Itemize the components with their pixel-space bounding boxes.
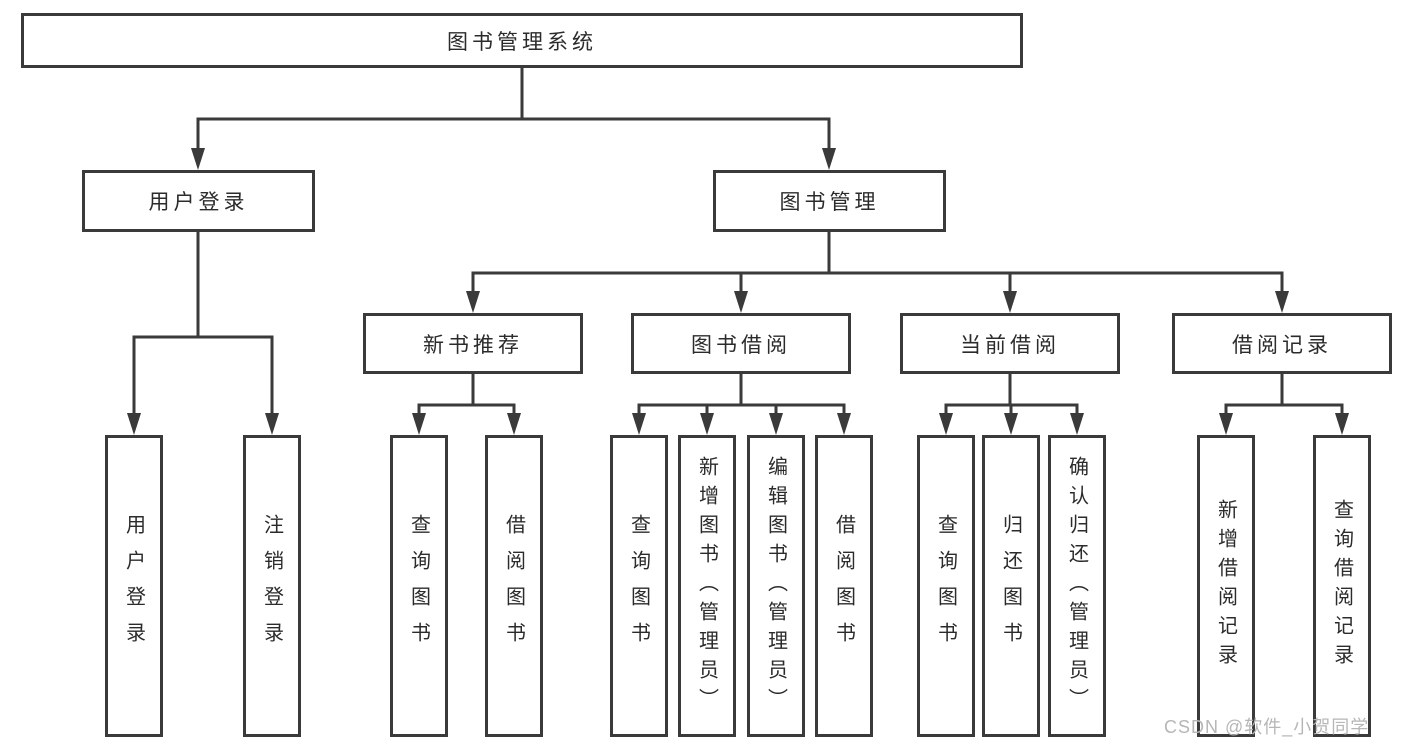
watermark: CSDN @软件_小贺同学 (1164, 717, 1370, 737)
node-current-borrowing: 当前借阅 (900, 313, 1120, 374)
node-label: 新增借阅记录 (1214, 499, 1237, 673)
node-label: 确认归还（管理员） (1065, 455, 1088, 717)
node-borrowing-records: 借阅记录 (1172, 313, 1392, 374)
leaf-user-login: 用户登录 (105, 435, 163, 737)
node-library-management-system: 图书管理系统 (21, 13, 1023, 68)
leaf-query-books-recommend: 查询图书 (390, 435, 448, 737)
leaf-edit-books-admin: 编辑图书（管理员） (747, 435, 805, 737)
leaf-query-books-borrowing: 查询图书 (610, 435, 668, 737)
leaf-add-books-admin: 新增图书（管理员） (678, 435, 736, 737)
node-user-login: 用户登录 (82, 170, 315, 232)
node-label: 查询图书 (934, 514, 957, 658)
node-label: 用户登录 (148, 191, 249, 214)
node-new-book-recommendation: 新书推荐 (363, 313, 583, 374)
node-book-management: 图书管理 (713, 170, 946, 232)
leaf-confirm-return-admin: 确认归还（管理员） (1048, 435, 1106, 737)
node-label: 归还图书 (999, 514, 1022, 658)
leaf-query-borrow-record: 查询借阅记录 (1313, 435, 1371, 737)
leaf-add-borrow-record: 新增借阅记录 (1197, 435, 1255, 737)
node-label: 新增图书（管理员） (695, 455, 718, 717)
leaf-logout: 注销登录 (243, 435, 301, 737)
node-label: 注销登录 (260, 514, 283, 658)
node-label: 图书管理 (779, 191, 880, 214)
node-book-borrowing: 图书借阅 (631, 313, 851, 374)
node-label: 查询借阅记录 (1330, 499, 1353, 673)
node-label: 查询图书 (407, 514, 430, 658)
node-label: 用户登录 (122, 514, 145, 658)
node-label: 借阅图书 (832, 514, 855, 658)
node-label: 图书管理系统 (447, 30, 597, 54)
leaf-query-books-current: 查询图书 (917, 435, 975, 737)
node-label: 新书推荐 (423, 333, 523, 357)
node-label: 查询图书 (627, 514, 650, 658)
node-label: 图书借阅 (691, 333, 791, 357)
node-label: 借阅图书 (502, 514, 525, 658)
leaf-borrow-books-borrowing: 借阅图书 (815, 435, 873, 737)
node-label: 当前借阅 (960, 333, 1060, 357)
node-label: 借阅记录 (1232, 333, 1332, 357)
node-label: 编辑图书（管理员） (764, 455, 787, 717)
leaf-return-books: 归还图书 (982, 435, 1040, 737)
leaf-borrow-books-recommend: 借阅图书 (485, 435, 543, 737)
